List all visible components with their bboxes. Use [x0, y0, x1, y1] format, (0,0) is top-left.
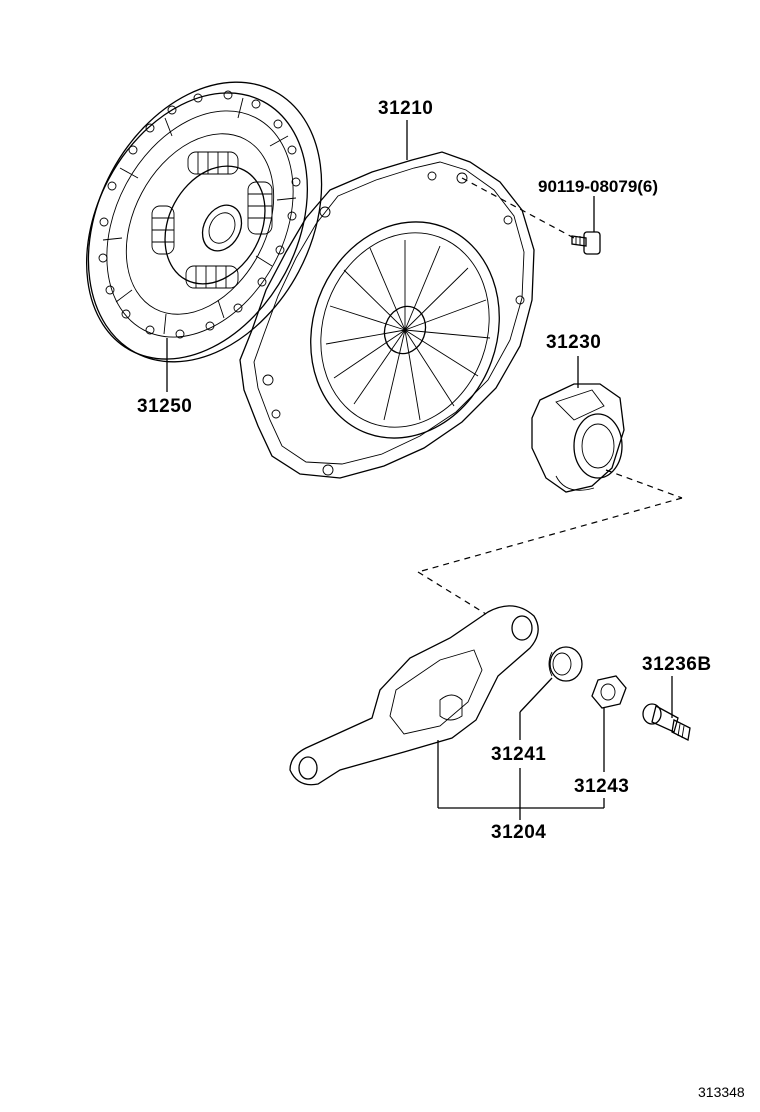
part-label-bolt: 90119-08079(6)	[538, 177, 658, 196]
part-label-31250: 31250	[137, 396, 192, 417]
fork-retainer-drawing	[591, 675, 627, 808]
part-label-31236b: 31236B	[642, 654, 712, 675]
release-bearing-drawing	[531, 356, 625, 493]
clutch-disc-drawing	[85, 81, 323, 392]
fork-bushing-drawing	[519, 646, 583, 808]
part-label-31230: 31230	[546, 332, 601, 353]
release-fork-drawing	[289, 605, 604, 820]
clutch-cover-drawing	[239, 120, 535, 479]
part-label-31241: 31241	[491, 744, 546, 765]
bolt-drawing	[461, 177, 601, 255]
release-fork-boot-drawing	[642, 676, 691, 741]
diagram-reference-code: 313348	[698, 1084, 745, 1100]
part-label-31204: 31204	[491, 822, 546, 843]
part-label-31210: 31210	[378, 98, 433, 119]
part-label-31243: 31243	[574, 776, 629, 797]
